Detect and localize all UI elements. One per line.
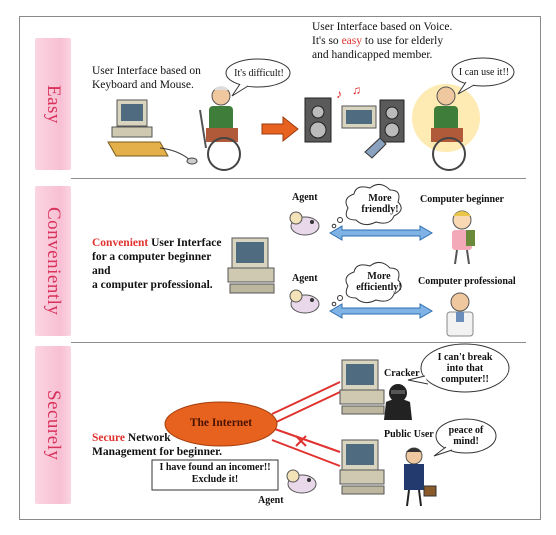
computer-beginner-child-icon — [452, 210, 475, 265]
difficult-bubble-text: It's difficult! — [234, 68, 284, 79]
section-label-easy: Easy — [43, 84, 64, 124]
agent-robot-icon — [289, 211, 320, 236]
section-label-conveniently: Conveniently — [43, 206, 64, 316]
public-user-label: Public User — [384, 429, 434, 440]
speech-bubble — [420, 343, 510, 393]
can-use-bubble-text: I can use it!! — [458, 67, 510, 78]
easy-highlight: easy — [341, 35, 362, 47]
speech-bubble — [435, 418, 497, 454]
internet-cloud — [164, 401, 278, 447]
cracker-bubble-text: I can't break into that computer!! — [437, 352, 493, 385]
secure-line-1: Secure Network — [92, 431, 242, 445]
convenient-highlight: Convenient — [92, 237, 149, 249]
section-band-conveniently: Conveniently — [35, 186, 71, 336]
keyboard-ui-text: User Interface based on Keyboard and Mou… — [92, 65, 201, 91]
beginner-label: Computer beginner — [420, 194, 504, 205]
cracker-figure-icon — [384, 384, 412, 420]
speech-bubble — [225, 58, 291, 88]
section-divider — [71, 178, 526, 179]
voice-speaker-icon: ♪ ♫ — [304, 83, 405, 159]
network-link — [271, 381, 341, 467]
friendly-cloud-text: More friendly! — [361, 193, 399, 215]
thought-cloud — [345, 184, 402, 226]
arrow-right-icon — [261, 115, 299, 143]
happy-elderly-wheelchair-user-icon — [431, 86, 466, 171]
agent-robot-icon — [289, 289, 320, 314]
secure-highlight: Secure — [92, 432, 126, 444]
efficient-cloud-text: More efficiently! — [356, 271, 402, 293]
secure-line-2: Management for beginner. — [92, 446, 223, 458]
voice-line-2: It's so easy to use for elderly — [312, 34, 502, 48]
convenient-description: Convenient User Interface for a computer… — [92, 236, 232, 292]
agent-robot-icon — [286, 469, 317, 494]
section-divider — [71, 342, 526, 343]
voice-line-3: and handicapped member. — [312, 49, 433, 61]
thought-cloud — [345, 262, 402, 304]
desktop-computer-icon — [107, 99, 198, 165]
voice-ui-text: User Interface based on Voice. It's so e… — [312, 20, 502, 62]
agent-label: Agent — [292, 192, 318, 203]
agent-label: Agent — [292, 273, 318, 284]
section-band-securely: Securely — [35, 346, 71, 504]
convenient-line-3: a computer professional. — [92, 279, 213, 291]
secure-rest: Network — [125, 432, 171, 444]
incomer-alert-text: I have found an incomer!! Exclude it! — [159, 462, 271, 485]
peace-bubble-text: peace of mind! — [448, 425, 484, 447]
convenient-line-2: for a computer beginner and — [92, 251, 212, 277]
speech-bubble — [451, 57, 515, 87]
voice-line-1: User Interface based on Voice. — [312, 21, 453, 33]
desktop-computer-icon — [339, 439, 385, 495]
desktop-computer-icon — [227, 237, 275, 294]
secure-description: Secure Network Management for beginner. — [92, 431, 242, 459]
internet-label: The Internet — [189, 417, 253, 429]
section-label-securely: Securely — [43, 389, 64, 461]
voice-line-2-pre: It's so — [312, 35, 342, 47]
svg-text:♪: ♪ — [336, 87, 342, 101]
elderly-wheelchair-user-icon — [199, 86, 241, 171]
convenient-rest: User Interface — [148, 237, 222, 249]
voice-line-2-post: to use for elderly — [362, 35, 444, 47]
professional-label: Computer professional — [418, 276, 516, 287]
svg-text:♫: ♫ — [352, 83, 361, 97]
blocked-x-icon — [295, 435, 307, 447]
double-arrow-icon — [329, 225, 433, 319]
agent-label: Agent — [258, 495, 284, 506]
computer-professional-icon — [446, 292, 474, 337]
cracker-label: Cracker — [384, 368, 420, 379]
alert-box — [151, 459, 279, 491]
convenient-line-1: Convenient User Interface — [92, 236, 232, 250]
desktop-computer-icon — [339, 359, 385, 415]
public-user-icon — [404, 447, 437, 507]
section-band-easy: Easy — [35, 38, 71, 170]
